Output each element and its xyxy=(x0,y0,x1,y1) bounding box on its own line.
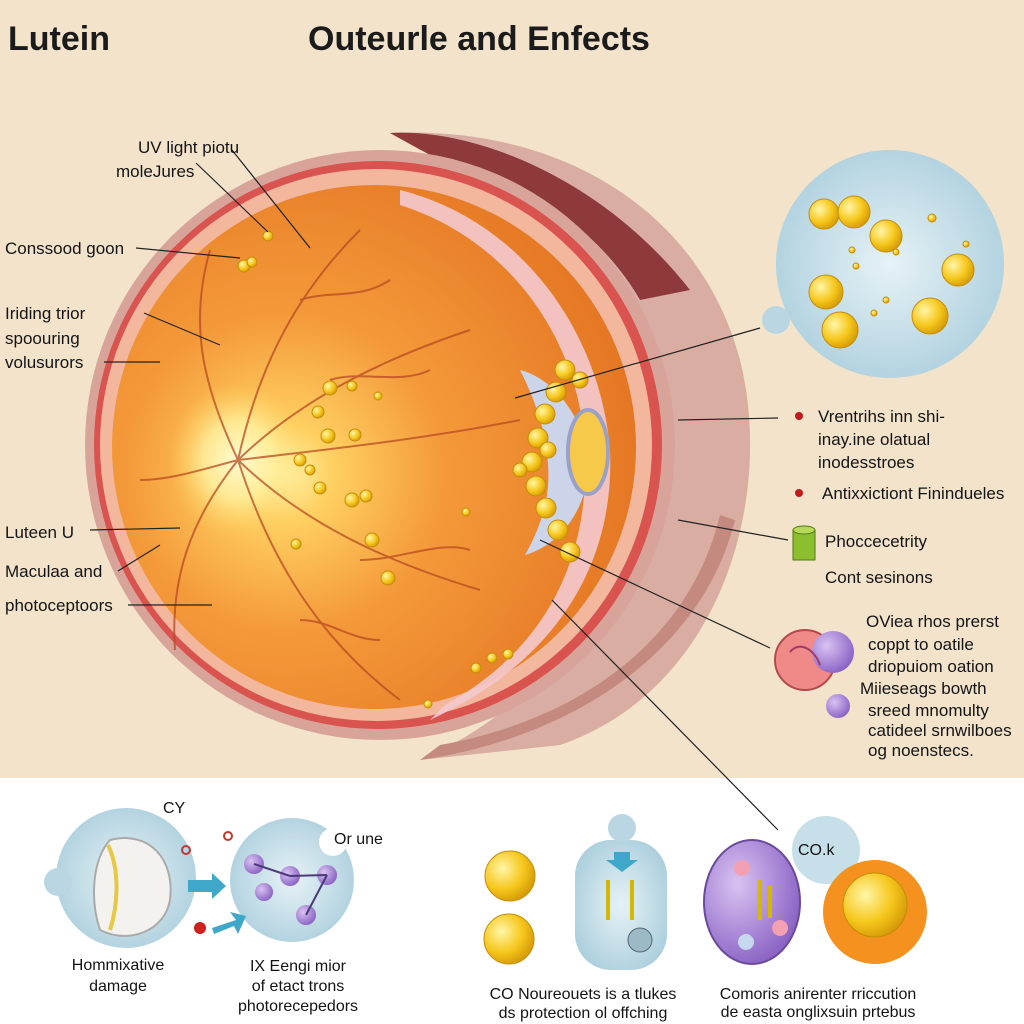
label-oviea-line3: driopuiom oation xyxy=(868,657,994,676)
label-or-une: Or une xyxy=(334,831,383,848)
caption-4-line1: Comoris anirenter rriccution xyxy=(719,986,917,1003)
caption-1-line1: Hommixative xyxy=(71,957,165,974)
label-oviea-line5: sreed mnomulty xyxy=(868,701,989,720)
label-oviea-line4: Miieseags bowth xyxy=(860,679,987,698)
label-vrentrihs-line2: inay.ine olatual xyxy=(818,430,931,449)
label-cy: CY xyxy=(163,800,186,817)
bottom-illustration-3 xyxy=(483,814,667,970)
page-title-left: Lutein xyxy=(8,20,110,58)
label-uv-line1: UV light piotu xyxy=(138,138,240,157)
label-oviea-line2: coppt to oatile xyxy=(868,635,974,654)
lutein-particles xyxy=(237,230,471,586)
caption-3-line2: ds protection ol offching xyxy=(498,1005,668,1022)
molecule-bubble xyxy=(762,150,1004,378)
caption-1-line2: damage xyxy=(89,978,147,995)
retina xyxy=(112,185,636,709)
legend-bullet-2 xyxy=(795,489,803,497)
label-iriding-line2: spoouring xyxy=(5,329,80,348)
caption-4-line2: de easta onglixsuin prtebus xyxy=(720,1004,916,1021)
label-phoccecetrity: Phoccecetrity xyxy=(825,532,928,551)
label-macula-line1: Maculaa and xyxy=(5,562,103,581)
label-oviea-line7: og noenstecs. xyxy=(868,741,974,760)
cell-cluster xyxy=(774,629,854,718)
label-iriding-line1: Iriding trior xyxy=(5,304,86,323)
label-lutein-u: Luteen U xyxy=(5,523,74,542)
bottom-illustration-2 xyxy=(181,818,354,942)
label-oviea-line1: OViea rhos prerst xyxy=(866,612,999,631)
label-cok: CO.k xyxy=(798,842,835,859)
caption-2-line3: photorecepedors xyxy=(237,998,359,1015)
label-uv-line2: moleJures xyxy=(116,162,195,181)
retinal-vessels xyxy=(139,229,521,701)
legend-bullet-1 xyxy=(795,412,803,420)
caption-2-line1: IX Eengi mior xyxy=(249,958,347,975)
pointer-lines xyxy=(89,149,789,831)
label-oviea-line6: catideel srnwilboes xyxy=(868,721,1012,740)
legend-cylinder xyxy=(792,525,816,561)
bottom-illustration-1 xyxy=(44,808,196,948)
label-cont-sesinons: Cont sesinons xyxy=(825,568,933,587)
label-vrentrihs-line1: Vrentrihs inn shi- xyxy=(818,407,945,426)
caption-2-line2: of etact trons xyxy=(251,978,345,995)
retina-cross-section xyxy=(400,190,611,720)
sclera-shell xyxy=(390,132,751,760)
bottom-illustration-4 xyxy=(703,816,927,965)
page-title: Outeurle and Enfects xyxy=(308,20,650,58)
label-macula-line2: photoceptoors xyxy=(5,596,113,615)
label-vrentrihs-line3: inodesstroes xyxy=(818,453,915,472)
caption-3-line1: CO Noureouets is a tlukes xyxy=(489,986,677,1003)
label-antioxidant: Antixxictiont Finindueles xyxy=(822,484,1005,503)
label-iriding-line3: volusurors xyxy=(5,353,84,372)
label-conssood: Conssood goon xyxy=(5,239,125,258)
macular-pigment-stack xyxy=(423,359,589,709)
